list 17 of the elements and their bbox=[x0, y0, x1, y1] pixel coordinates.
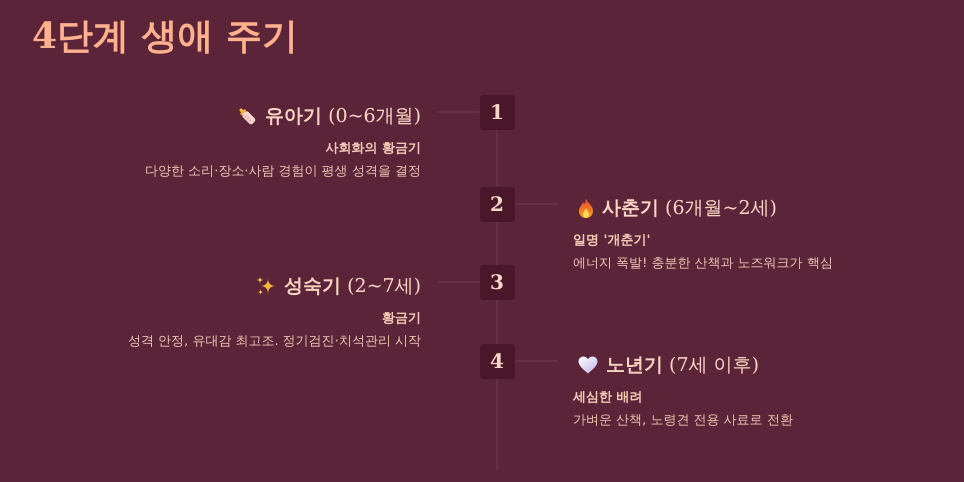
stage-description: 다양한 소리·장소·사람 경험이 평생 성격을 결정 bbox=[145, 163, 421, 182]
stage-heading: 유아기 (0~6개월) bbox=[265, 104, 421, 130]
stage-subtitle: 황금기 bbox=[382, 310, 421, 328]
step-number-box: 3 bbox=[480, 264, 514, 300]
stage-subtitle: 세심한 배려 bbox=[573, 389, 643, 408]
stage-subtitle: 일명 '개춘기' bbox=[573, 232, 650, 250]
stage-heading: 사춘기 (6개월~2세) bbox=[602, 196, 777, 222]
stage-heading: 노년기 (7세 이후) bbox=[606, 353, 759, 378]
step-number-box: 1 bbox=[480, 94, 514, 130]
stage-description: 에너지 폭발! 충분한 산책과 노즈워크가 핵심 bbox=[573, 255, 833, 274]
stage-description: 성격 안정, 유대감 최고조. 정기검진·치석관리 시작 bbox=[128, 333, 421, 352]
title: 4단계 생애 주기 bbox=[32, 14, 298, 58]
stage-subtitle: 사회화의 황금기 bbox=[325, 140, 421, 158]
step-number-box: 4 bbox=[480, 344, 514, 378]
stage-description: 가벼운 산책, 노령견 전용 사료로 전환 bbox=[573, 412, 793, 430]
stage-heading: 성숙기 (2~7세) bbox=[284, 274, 421, 300]
step-number-box: 2 bbox=[480, 186, 514, 222]
